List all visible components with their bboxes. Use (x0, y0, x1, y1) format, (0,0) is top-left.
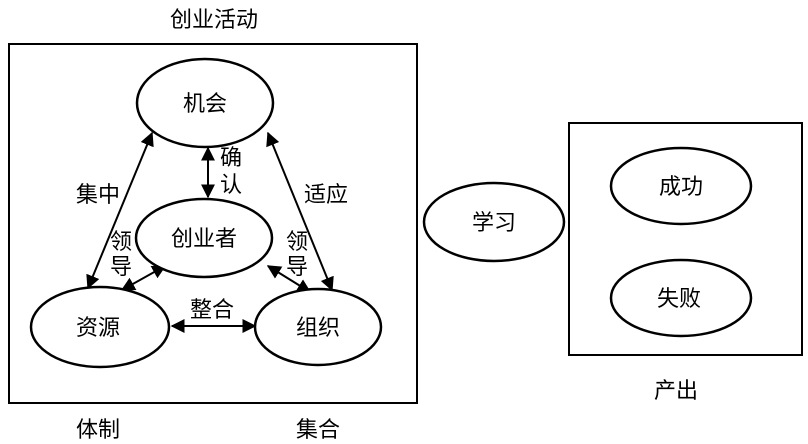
edge-label-lead-left-1: 领 (110, 230, 132, 255)
collection-label: 集合 (296, 418, 340, 443)
edge-label-confirm-1: 确 (220, 146, 242, 171)
node-entrepreneur-label: 创业者 (171, 227, 237, 252)
node-resources (29, 285, 171, 369)
output-frame (568, 122, 803, 356)
node-opportunity (135, 57, 275, 149)
arrow-opportunity-resources (86, 131, 154, 290)
edge-label-lead-right-2: 导 (286, 255, 308, 280)
edge-label-lead-left-2: 导 (110, 255, 132, 280)
edge-label-concentrate: 集中 (76, 183, 120, 208)
node-learning (422, 181, 566, 263)
node-success-label: 成功 (659, 175, 703, 200)
node-resources-label: 资源 (76, 316, 120, 341)
node-opportunity-label: 机会 (183, 92, 227, 117)
activity-frame (8, 43, 418, 404)
output-label: 产出 (654, 379, 698, 404)
edge-label-confirm-2: 认 (220, 173, 242, 198)
node-organization (253, 287, 383, 367)
node-organization-label: 组织 (296, 316, 340, 341)
edge-label-integrate: 整合 (190, 298, 234, 323)
edge-label-adapt: 适应 (304, 183, 348, 208)
edge-label-lead-right-1: 领 (286, 230, 308, 255)
node-failure (609, 258, 753, 338)
node-failure-label: 失败 (657, 287, 701, 312)
system-label: 体制 (76, 418, 120, 443)
arrow-entrepreneur-resources (120, 265, 167, 291)
node-learning-label: 学习 (472, 211, 516, 236)
entrepreneurial-activity-label: 创业活动 (170, 8, 258, 33)
node-success (609, 146, 753, 226)
arrow-entrepreneur-organization (266, 265, 312, 293)
node-entrepreneur (134, 197, 274, 279)
arrow-opportunity-organization (266, 131, 334, 292)
